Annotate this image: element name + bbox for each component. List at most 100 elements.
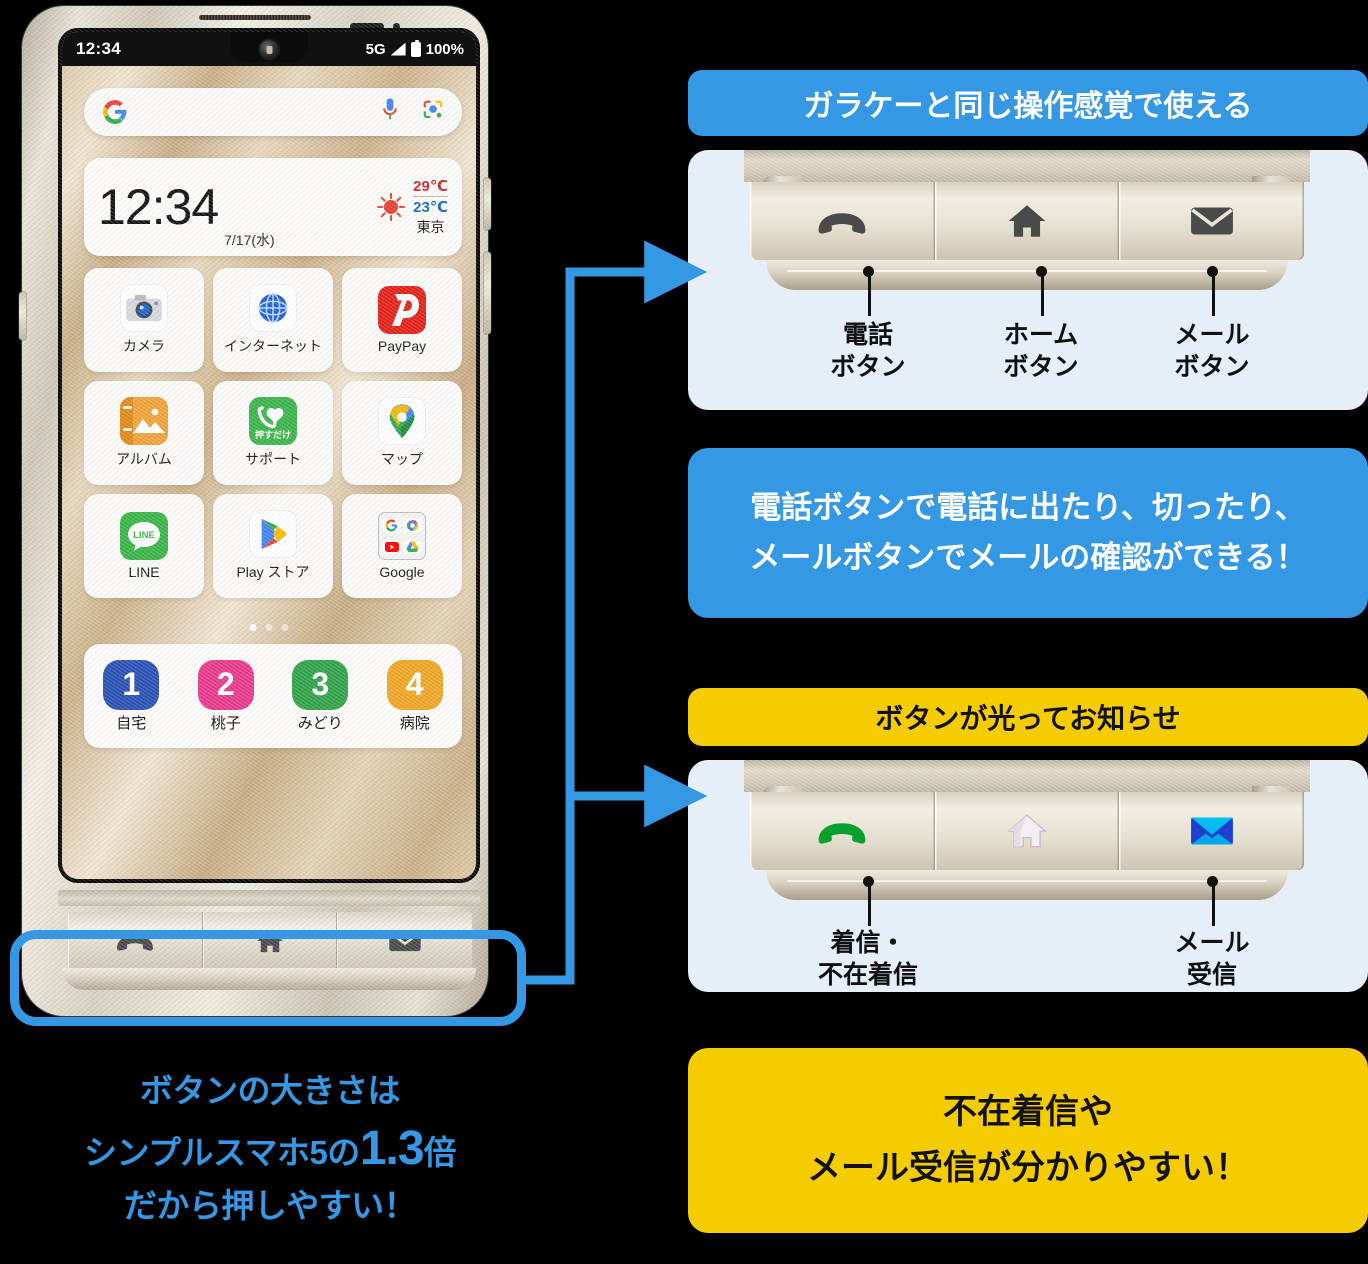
app-label: LINE xyxy=(128,564,160,580)
key-row-highlight-box xyxy=(10,930,526,1026)
widget-date: 7/17(水) xyxy=(224,232,275,248)
clock-weather-widget[interactable]: 12:34 7/17(水) xyxy=(84,158,462,256)
google-lens-icon[interactable] xyxy=(422,99,444,126)
app-label: カメラ xyxy=(123,338,165,354)
leader-line xyxy=(1212,272,1215,316)
app-label: マップ xyxy=(381,451,423,467)
status-bar-time: 12:34 xyxy=(76,39,121,58)
hardware-keys-photo xyxy=(750,792,1305,870)
caption-line-2: シンプルスマホ5の1.3倍 xyxy=(0,1115,540,1183)
google-folder-icon xyxy=(378,512,426,560)
speed-dial-number: 4 xyxy=(386,659,443,710)
google-g-icon xyxy=(102,99,128,125)
album-icon xyxy=(120,397,168,445)
leader-dot xyxy=(1207,266,1218,277)
speed-dial-bar: 1 自宅 2 桃子 3 みどり 4 病院 xyxy=(84,644,462,748)
phone-illustration: 12:34 5G 100% xyxy=(8,2,526,1032)
phone-hardware-key[interactable] xyxy=(68,912,203,970)
speed-dial-label: 自宅 xyxy=(116,714,147,732)
app-label: Play ストア xyxy=(236,564,310,580)
mail-hardware-key[interactable] xyxy=(337,912,472,970)
temp-high: 29℃ xyxy=(413,178,448,195)
app-label: アルバム xyxy=(116,451,172,467)
message2-line-1: 不在着信や xyxy=(943,1093,1113,1132)
photo1-label-mail: メール ボタン xyxy=(1174,321,1250,381)
app-tile-play-store[interactable]: Play ストア xyxy=(213,494,333,598)
page-indicator-dots[interactable] xyxy=(249,624,289,631)
mail-hardware-key-lit[interactable] xyxy=(1119,792,1305,870)
network-label: 5G xyxy=(365,40,386,58)
home-hardware-key-lit[interactable] xyxy=(934,792,1120,870)
home-hardware-key[interactable] xyxy=(934,182,1120,260)
phone-chin xyxy=(58,890,480,906)
speed-dial-label: 桃子 xyxy=(210,714,241,732)
phone-bottom-lip xyxy=(62,968,476,990)
phone-bottom-edge xyxy=(766,870,1288,900)
mail-hardware-key[interactable] xyxy=(1119,182,1305,260)
paypay-icon xyxy=(378,286,426,334)
page-dot xyxy=(249,624,257,631)
phone-chin-photo xyxy=(744,760,1310,792)
panel-message-1: 電話ボタンで電話に出たり、切ったり、 メールボタンでメールの確認ができる！ xyxy=(688,448,1368,618)
battery-icon xyxy=(410,39,421,57)
speed-dial-label: みどり xyxy=(297,714,343,732)
photo1-label-phone: 電話 ボタン xyxy=(830,321,906,381)
google-play-icon xyxy=(249,510,297,558)
weather-temps: 29℃ 23℃ 東京 xyxy=(413,177,448,237)
phone-hardware-key[interactable] xyxy=(750,182,935,260)
arrow-to-panel-2 xyxy=(565,764,708,980)
mail-envelope-icon xyxy=(1190,207,1233,235)
widget-clock-time: 12:34 xyxy=(98,179,219,235)
speed-dial-number: 1 xyxy=(103,659,160,710)
app-tile-google-folder[interactable]: Google xyxy=(342,494,462,598)
leader-dot xyxy=(863,876,874,887)
speed-dial-4[interactable]: 4 病院 xyxy=(386,659,443,733)
speed-dial-2[interactable]: 2 桃子 xyxy=(197,659,254,733)
google-maps-icon xyxy=(378,397,426,445)
app-grid: カメラ xyxy=(84,268,462,598)
panel-photo-2: 着信・ 不在着信 メール 受信 xyxy=(688,760,1368,992)
app-tile-album[interactable]: アルバム xyxy=(84,381,204,485)
svg-text:LINE: LINE xyxy=(133,530,155,541)
line-icon: LINE xyxy=(120,512,168,560)
app-tile-paypay[interactable]: PayPay xyxy=(342,268,462,372)
microphone-icon[interactable] xyxy=(380,97,400,128)
caption-multiplier: 1.3 xyxy=(359,1121,425,1175)
app-tile-camera[interactable]: カメラ xyxy=(84,268,204,372)
signal-icon xyxy=(390,42,406,56)
caption-line-3: だから押しやすい！ xyxy=(123,1187,417,1225)
app-tile-internet[interactable]: インターネット xyxy=(213,268,333,372)
search-bar-icons xyxy=(380,97,444,128)
leader-dot xyxy=(1036,266,1047,277)
sensor-dot xyxy=(393,23,400,30)
message2-line-2: メール受信が分かりやすい！ xyxy=(807,1148,1249,1187)
app-tile-maps[interactable]: マップ xyxy=(342,381,462,485)
panel-message-2: 不在着信や メール受信が分かりやすい！ xyxy=(688,1048,1368,1233)
leader-line xyxy=(868,272,871,316)
phone-hardware-key-lit[interactable] xyxy=(750,792,935,870)
message1-line-2: メールボタンでメールの確認ができる！ xyxy=(749,540,1307,575)
app-tile-support[interactable]: 押すだけ サポート xyxy=(213,381,333,485)
speed-dial-3[interactable]: 3 みどり xyxy=(292,659,349,733)
temp-low: 23℃ xyxy=(413,199,448,216)
caption-line-1: ボタンの大きさは xyxy=(140,1072,401,1109)
caption-line-2-post: 倍 xyxy=(423,1133,457,1171)
home-icon xyxy=(1008,205,1046,237)
speed-dial-1[interactable]: 1 自宅 xyxy=(103,659,160,733)
app-label: Google xyxy=(379,564,425,580)
leader-line xyxy=(1212,882,1215,926)
google-search-bar[interactable] xyxy=(84,88,462,136)
app-label: PayPay xyxy=(377,338,427,354)
temp-divider xyxy=(413,196,448,197)
app-label: サポート xyxy=(245,451,301,467)
globe-icon xyxy=(249,284,297,332)
phone-screen: 12:34 5G 100% xyxy=(62,32,476,879)
speed-dial-label: 病院 xyxy=(399,714,430,732)
camera-icon xyxy=(120,284,168,332)
app-tile-line[interactable]: LINE LINE xyxy=(84,494,204,598)
leader-dot xyxy=(863,266,874,277)
phone-body: 12:34 5G 100% xyxy=(19,6,491,1016)
panel-photo-1: 電話 ボタン ホーム ボタン メール ボタン xyxy=(688,150,1368,410)
photo1-label-home: ホーム ボタン xyxy=(1003,321,1079,381)
